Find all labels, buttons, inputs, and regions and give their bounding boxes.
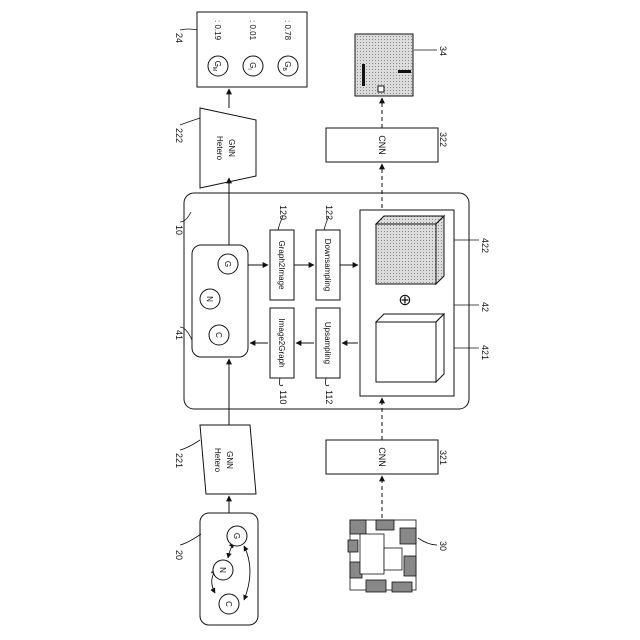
prob-gm-sub: M: [211, 67, 217, 71]
ref-321: 321: [438, 450, 448, 465]
prob-gm-value: : 0.19: [213, 20, 222, 41]
graph2image-label: Graph2Image: [277, 241, 286, 290]
ref-112: 112: [324, 390, 334, 404]
feature-cube-421: [376, 314, 444, 382]
prob-gi-value: : 0.01: [248, 20, 257, 41]
hetero-gnn-221: Hetero GNN: [200, 425, 256, 494]
feature-cube-422: [376, 216, 444, 284]
upsampling-label: Upsampling: [323, 322, 332, 364]
ref-30: 30: [438, 541, 448, 551]
ref-24: 24: [174, 33, 184, 43]
hetero-gnn-221-line1: Hetero: [213, 448, 222, 473]
output-probabilities: GM : 0.19 GI : 0.01 GB : 0.78: [197, 12, 307, 87]
node-g-label: G: [232, 533, 241, 539]
node-n-label: N: [218, 567, 227, 573]
ref-110: 110: [278, 390, 288, 404]
image2graph-label: Image2Graph: [277, 319, 286, 368]
upsampling-block: Upsampling: [316, 308, 340, 378]
output-image-34: [355, 34, 413, 96]
ref-34: 34: [438, 46, 448, 56]
ref-20: 20: [174, 550, 184, 560]
input-graph: C N G: [200, 513, 258, 625]
hetero-gnn-222-line1: Hetero: [215, 136, 224, 161]
graph41-node-c: C: [214, 332, 223, 338]
hetero-gnn-222: Hetero GNN: [200, 108, 256, 188]
graph2image-block: Graph2Image: [270, 230, 294, 300]
ref-221: 221: [174, 453, 184, 468]
ref-10: 10: [174, 225, 184, 235]
ref-422: 422: [480, 238, 490, 253]
ref-421: 421: [480, 345, 490, 360]
node-c-label: C: [224, 601, 233, 607]
cnn-321: CNN: [326, 440, 438, 474]
downsampling-block: Downsampling: [316, 230, 340, 300]
ref-42: 42: [480, 302, 490, 312]
ref-120: 120: [278, 205, 288, 220]
ref-322: 322: [438, 132, 448, 147]
hetero-gnn-221-line2: GNN: [225, 451, 234, 469]
cnn-322-label: CNN: [377, 135, 387, 155]
cnn-322: CNN: [326, 128, 438, 162]
cnn-321-label: CNN: [377, 447, 387, 467]
ref-41: 41: [174, 330, 184, 340]
prob-gi-sub: I: [246, 68, 252, 69]
graph-box-41: C N G: [192, 245, 248, 357]
graph41-node-n: N: [205, 296, 214, 302]
combine-symbol: ⊕: [398, 292, 411, 309]
ref-222: 222: [174, 128, 184, 143]
graph41-node-g: G: [223, 261, 232, 267]
ref-122: 122: [324, 205, 334, 220]
hetero-gnn-222-line2: GNN: [227, 139, 236, 157]
feature-box-42: ⊕: [360, 210, 454, 396]
input-image-30: [348, 520, 416, 592]
edge-c-g: [244, 546, 250, 600]
image2graph-block: Image2Graph: [270, 308, 294, 378]
prob-gb-value: : 0.78: [283, 20, 292, 41]
downsampling-label: Downsampling: [323, 239, 332, 291]
